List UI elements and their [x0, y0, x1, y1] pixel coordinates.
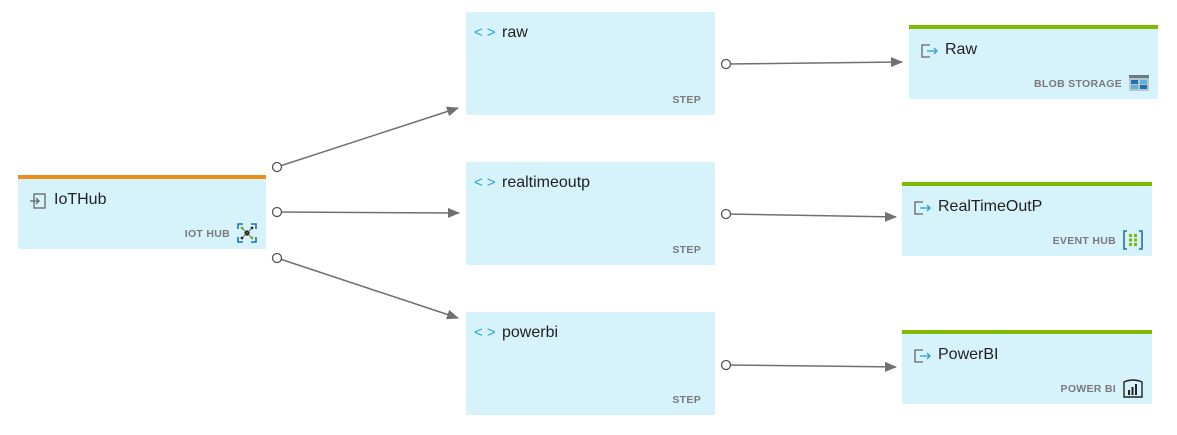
output-node-realtimeoutp[interactable]: RealTimeOutP EVENT HUB — [902, 182, 1152, 256]
step-node-raw[interactable]: < > raw STEP — [466, 12, 715, 115]
edge-powerbi-powerbi[interactable] — [720, 359, 897, 372]
node-title: powerbi — [502, 324, 559, 341]
event-hub-icon — [1123, 230, 1143, 250]
node-title: realtimeoutp — [502, 174, 591, 191]
iot-hub-icon — [237, 223, 257, 243]
node-type-label: IOT HUB — [184, 228, 230, 240]
power-bi-icon — [1123, 379, 1143, 398]
output-port[interactable] — [271, 161, 283, 173]
output-port[interactable] — [271, 252, 283, 264]
output-node-raw[interactable]: Raw BLOB STORAGE — [909, 25, 1158, 99]
node-type-label: STEP — [672, 394, 701, 406]
output-port[interactable] — [271, 206, 283, 218]
code-icon: < > — [474, 174, 496, 191]
input-icon — [30, 193, 46, 209]
edge-iothub-raw[interactable] — [271, 106, 459, 173]
node-type-label: POWER BI — [1060, 383, 1116, 395]
edge-realtimeoutp-realtimeoutp[interactable] — [720, 208, 897, 222]
node-title: Raw — [945, 41, 978, 58]
output-port[interactable] — [720, 208, 732, 220]
node-type-label: STEP — [672, 94, 701, 106]
node-type-label: EVENT HUB — [1052, 235, 1116, 247]
edge-iothub-powerbi[interactable] — [271, 252, 459, 320]
output-node-powerbi[interactable]: PowerBI POWER BI — [902, 330, 1152, 404]
node-type-label: BLOB STORAGE — [1034, 78, 1122, 90]
code-icon: < > — [474, 24, 496, 41]
node-title: raw — [502, 24, 528, 41]
blob-storage-icon — [1129, 75, 1149, 91]
edge-raw-raw[interactable] — [720, 57, 903, 70]
node-title: PowerBI — [938, 346, 999, 363]
node-title: RealTimeOutP — [938, 198, 1043, 215]
output-icon — [914, 349, 931, 363]
edge-iothub-realtimeoutp[interactable] — [271, 206, 460, 218]
output-icon — [914, 201, 931, 215]
input-node-iothub[interactable]: IoTHub IOT HUB — [18, 175, 266, 249]
step-node-realtimeoutp[interactable]: < > realtimeoutp STEP — [466, 162, 715, 265]
node-title: IoTHub — [54, 191, 107, 208]
output-port[interactable] — [720, 58, 732, 70]
output-port[interactable] — [720, 359, 732, 371]
step-node-powerbi[interactable]: < > powerbi STEP — [466, 312, 715, 415]
code-icon: < > — [474, 324, 496, 341]
node-type-label: STEP — [672, 244, 701, 256]
output-icon — [921, 44, 938, 58]
